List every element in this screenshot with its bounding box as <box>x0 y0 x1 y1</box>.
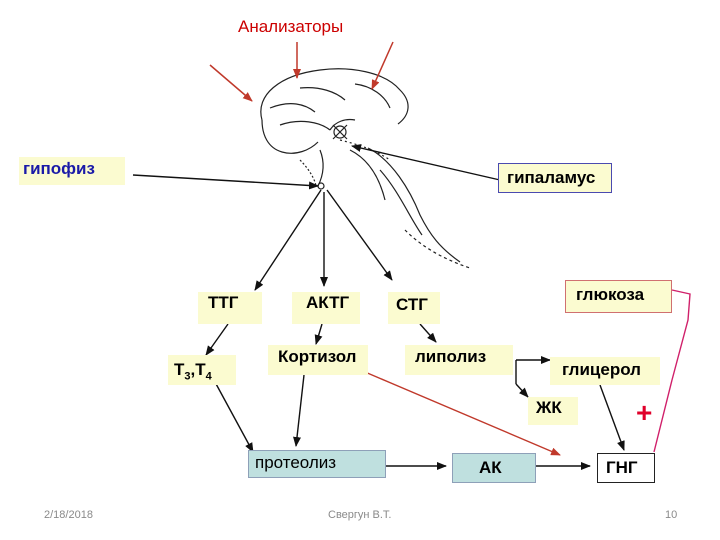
node-glyukoza: глюкоза <box>565 280 672 313</box>
arrow-to-stg <box>326 189 393 281</box>
plus-sign: + <box>636 397 653 428</box>
t3-subscript: 3 <box>184 370 191 383</box>
arrow-lipoliz-to-zhk <box>515 383 529 398</box>
node-ttg: ТТГ <box>198 292 262 324</box>
node-glitserol: глицерол <box>550 357 660 385</box>
footer-date: 2/18/2018 <box>44 509 93 521</box>
node-gipofiz: гипофиз <box>19 157 125 185</box>
title-analyzers: Анализаторы <box>238 17 344 36</box>
arrow-to-ttg <box>254 189 322 291</box>
node-gng: ГНГ <box>597 453 655 483</box>
node-zhk: ЖК <box>528 397 578 425</box>
footer-page-number: 10 <box>665 509 678 521</box>
node-lipoliz: липолиз <box>405 345 513 375</box>
arrow-glitserol-to-gng <box>599 384 625 451</box>
red-arrow-kortizol-to-gng <box>364 371 561 456</box>
arrow-aktg-to-kortizol <box>314 323 323 345</box>
arrow-ttg-to-t3t4 <box>205 323 229 356</box>
arrow-t3t4-to-proteoliz <box>214 381 254 453</box>
node-aktg: АКТГ <box>292 292 360 324</box>
analyzer-arrow-left <box>209 64 253 102</box>
node-gipalamus: гипаламус <box>498 163 612 193</box>
link-glyukoza-to-gng <box>653 289 691 453</box>
node-kortizol: Кортизол <box>268 345 368 375</box>
t4-subscript: 4 <box>205 370 212 383</box>
t3-letter: Т <box>174 360 185 379</box>
t4-letter: ,Т <box>190 360 206 379</box>
node-stg: СТГ <box>388 292 440 324</box>
analyzer-arrow-right <box>371 41 394 90</box>
arrow-stg-to-lipoliz <box>419 323 437 343</box>
node-t3t4: Т3,Т4 <box>168 355 236 385</box>
node-proteoliz: протеолиз <box>248 450 386 478</box>
footer-author: Свергун В.Т. <box>328 509 392 521</box>
node-ak: АК <box>452 453 536 483</box>
arrow-kortizol-to-proteoliz <box>293 374 305 447</box>
brain-sketch <box>260 68 471 269</box>
arrow-gipofiz-to-pituitary <box>132 174 319 190</box>
arrow-gipalamus-to-center <box>351 144 501 181</box>
